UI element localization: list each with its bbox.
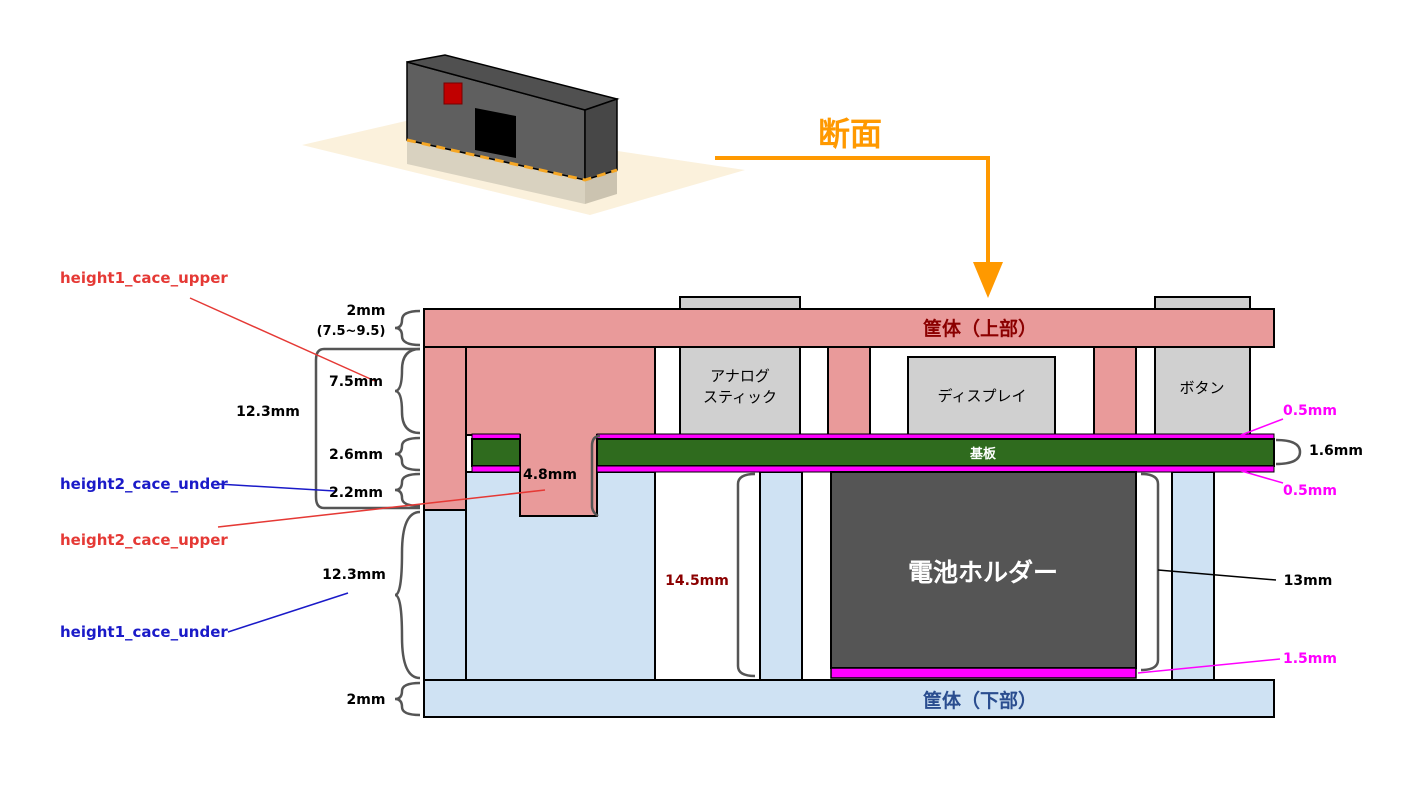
dim-bottom-2mm: 2mm	[347, 692, 386, 708]
arrow-head	[973, 262, 1003, 298]
brace-2-6mm	[394, 436, 421, 472]
button-cap	[1154, 296, 1251, 310]
board-left	[471, 438, 521, 467]
analog-stick	[679, 346, 801, 436]
var-height2-under: height2_cace_under	[60, 475, 228, 493]
label-button: ボタン	[1179, 379, 1224, 397]
brace-7-5mm	[394, 347, 421, 435]
leader-1-5mm	[1137, 658, 1281, 674]
case-lower-bottom	[423, 679, 1275, 718]
leader-0-5mm-bottom	[1237, 469, 1284, 484]
label-battery-holder: 電池ホルダー	[908, 558, 1058, 587]
brace-top-2mm	[394, 309, 421, 347]
dim-12-3mm-lower: 12.3mm	[322, 567, 386, 583]
label-case-upper: 筐体（上部）	[923, 317, 1037, 340]
display-module	[907, 356, 1056, 436]
analog-stick-cap	[679, 296, 801, 310]
label-case-lower: 筐体（下部）	[923, 689, 1037, 712]
case-upper-pillar-1	[827, 346, 871, 436]
case-lower-left-wall	[423, 509, 467, 681]
dimension-braces	[314, 309, 1302, 717]
label-board: 基板	[969, 446, 997, 462]
dim-2-6mm: 2.6mm	[329, 447, 383, 463]
label-analog-stick-line2: スティック	[703, 388, 777, 406]
brace-bottom-2mm	[394, 681, 421, 717]
dim-2-2mm: 2.2mm	[329, 485, 383, 501]
device-display	[475, 108, 516, 158]
leader-height2-under	[217, 483, 336, 492]
brace-12-3mm-lower	[394, 510, 421, 680]
case-upper-top	[423, 308, 1275, 348]
var-height1-under: height1_cace_under	[60, 623, 228, 641]
case-lower-pillar-1	[759, 471, 803, 681]
device-3d-view	[302, 54, 745, 215]
leader-0-5mm-top	[1235, 418, 1284, 438]
brace-1-6mm	[1275, 438, 1302, 466]
dim-4-8mm: 4.8mm	[523, 467, 577, 483]
var-height1-upper: height1_cace_upper	[60, 269, 228, 287]
battery-spacer	[830, 667, 1137, 679]
dim-top-2mm: 2mm	[347, 303, 386, 319]
brace-14-5mm	[736, 472, 756, 678]
battery-holder	[830, 471, 1137, 669]
leader-13mm	[1157, 569, 1277, 581]
brace-13mm	[1140, 472, 1160, 672]
dim-7-5mm: 7.5mm	[329, 374, 383, 390]
brace-12-3mm-upper	[314, 347, 420, 510]
leader-height1-upper	[189, 297, 376, 382]
brace-2-2mm	[394, 472, 421, 508]
dim-12-3mm-upper: 12.3mm	[236, 404, 300, 420]
brace-4-8mm	[590, 434, 601, 518]
button-component	[1154, 346, 1251, 436]
var-height2-upper: height2_cace_upper	[60, 531, 228, 549]
dim-14-5mm: 14.5mm	[665, 573, 729, 589]
board-right	[596, 438, 1275, 467]
dim-top-range: (7.5~9.5)	[317, 324, 386, 339]
dim-0-5mm-bottom: 0.5mm	[1283, 483, 1337, 499]
board-spacer-bottom-left	[471, 465, 521, 473]
case-upper-pillar-2	[1093, 346, 1137, 436]
section-title: 断面	[818, 115, 882, 153]
leader-height1-under	[227, 592, 349, 633]
label-display: ディスプレイ	[938, 387, 1027, 405]
device-side-face	[584, 97, 618, 182]
section-cut-line	[406, 138, 618, 182]
dim-1-5mm: 1.5mm	[1283, 651, 1337, 667]
leader-height2-upper	[217, 489, 546, 528]
case-lower-pillar-2	[1171, 471, 1215, 681]
case-upper-left-wall	[423, 346, 467, 511]
device-red-button	[443, 82, 463, 105]
dim-1-6mm: 1.6mm	[1309, 443, 1363, 459]
dim-13mm: 13mm	[1284, 573, 1333, 589]
device-lower-side	[585, 170, 617, 204]
arrow-line	[715, 156, 990, 268]
device-lower-front	[407, 140, 585, 204]
section-arrow	[715, 156, 1003, 298]
label-analog-stick-line1: アナログ	[710, 367, 770, 385]
dim-0-5mm-top: 0.5mm	[1283, 403, 1337, 419]
